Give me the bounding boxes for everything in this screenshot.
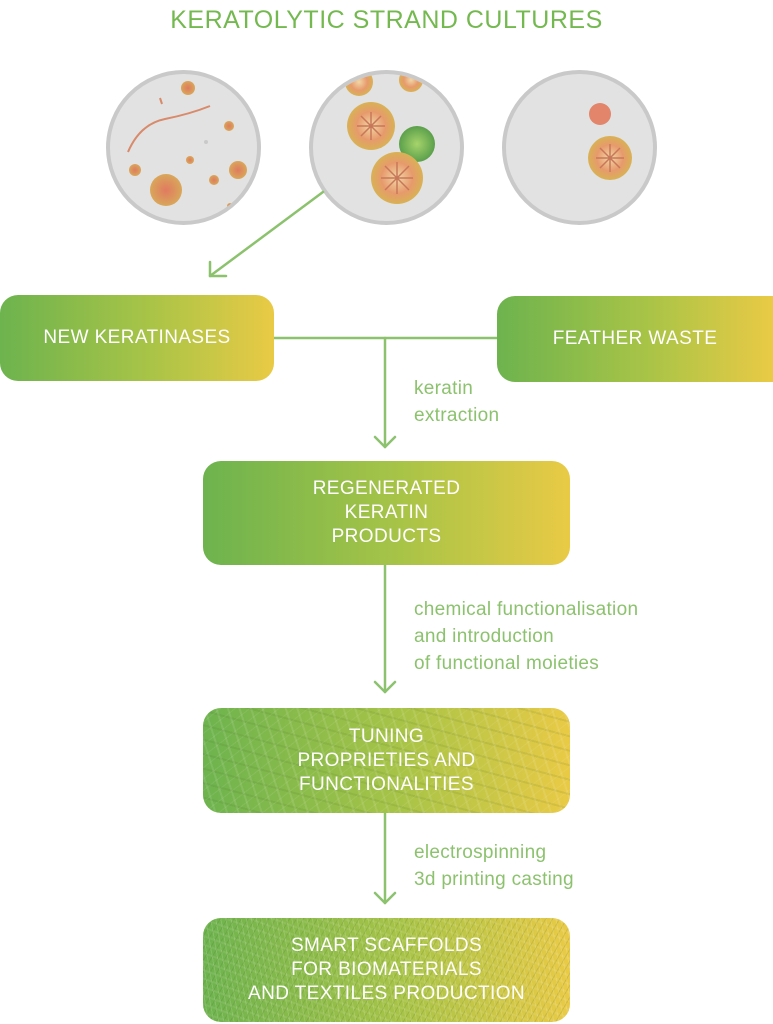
new-keratinases-label: NEW KERATINASES: [43, 327, 231, 348]
tuning-box: TUNING PROPRIETIES AND FUNCTIONALITIES: [203, 708, 570, 813]
keratin-extraction-note: keratin extraction: [414, 378, 500, 426]
regenerated-keratin-label: REGENERATED KERATIN PRODUCTS: [312, 478, 461, 547]
chemical-functionalisation-note: chemical functionalisation and introduct…: [414, 599, 639, 674]
electrospinning-arrow-head: [373, 891, 397, 905]
colonies-illustration-3: [588, 103, 632, 180]
feather-waste-label: FEATHER WASTE: [552, 328, 718, 349]
petri-dish-1: [106, 70, 261, 225]
feather-waste-box: FEATHER WASTE: [497, 296, 773, 382]
regenerated-keratin-box: REGENERATED KERATIN PRODUCTS: [203, 461, 570, 565]
petri-dish-3: [502, 70, 657, 225]
dish-arrow-head: [208, 260, 228, 278]
electrospinning-note: electrospinning 3d printing casting: [414, 842, 574, 890]
page-title: KERATOLYTIC STRAND CULTURES: [170, 6, 603, 34]
bacterial-colonies-illustration: [127, 81, 247, 209]
keratinase-colonies-illustration: [345, 74, 435, 204]
extraction-arrow-head: [373, 435, 397, 449]
dish-to-keratinases-arrow: [208, 190, 325, 278]
new-keratinases-box: NEW KERATINASES: [0, 295, 274, 381]
smart-scaffolds-box: SMART SCAFFOLDS FOR BIOMATERIALS AND TEX…: [203, 918, 570, 1022]
functionalisation-arrow-head: [373, 680, 397, 694]
petri-dish-2: [309, 70, 464, 225]
smart-scaffolds-label: SMART SCAFFOLDS FOR BIOMATERIALS AND TEX…: [248, 935, 525, 1004]
tuning-label: TUNING PROPRIETIES AND FUNCTIONALITIES: [297, 725, 476, 795]
